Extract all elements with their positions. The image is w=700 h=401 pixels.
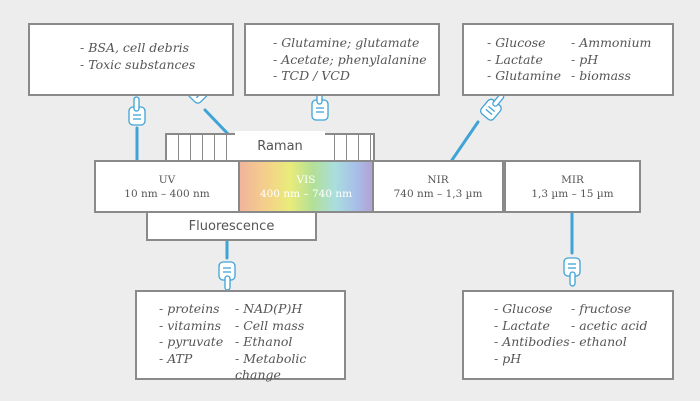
list-item: - acetic acid: [571, 317, 648, 333]
uv-analytes-box: - BSA, cell debris - Toxic substances: [28, 23, 234, 96]
connector-nir: [450, 120, 480, 162]
uv-name: UV: [158, 173, 176, 186]
nir-analytes-col1: - Glucose - Lactate - Glutamine: [487, 35, 561, 85]
list-item: - pH: [571, 51, 599, 67]
list-item: - Lactate: [487, 51, 543, 67]
list-item: - vitamins: [159, 317, 222, 333]
mir-name: MIR: [561, 173, 584, 186]
list-item: - Glutamine: [487, 68, 562, 83]
list-item: - fructose: [571, 301, 632, 316]
nir-band: NIR 740 nm – 1,3 µm: [372, 160, 504, 213]
pointing-hand-icon: [563, 257, 581, 287]
raman-label: Raman: [257, 139, 303, 154]
pointing-hand-icon: [479, 93, 505, 121]
list-item: - Metabolic change: [235, 350, 307, 383]
list-item: - Cell mass: [235, 317, 305, 333]
mir-analytes-col2: - fructose - acetic acid - ethanol: [571, 301, 648, 351]
list-item: - Toxic substances: [80, 56, 196, 72]
list-item: - ethanol: [571, 334, 627, 349]
fluorescence-analytes-box: - proteins - vitamins - pyruvate - ATP -…: [135, 290, 346, 382]
uv-analytes-list: - BSA, cell debris - Toxic substances: [80, 40, 195, 73]
list-item: - Glucose: [487, 35, 546, 50]
pointing-hand-icon: [128, 96, 146, 126]
list-item: - Acetate; phenylalanine: [273, 51, 427, 67]
mir-analytes-box: - Glucose - Lactate - Antibodies - pH - …: [462, 290, 674, 380]
pointing-hand-icon: [218, 261, 236, 291]
raman-analytes-box: - Glutamine; glutamate - Acetate; phenyl…: [244, 23, 440, 96]
list-item: - Lactate: [494, 317, 550, 333]
list-item: - ATP: [159, 350, 193, 366]
fluorescence-analytes-col2: - NAD(P)H - Cell mass - Ethanol - Metabo…: [235, 301, 344, 384]
list-item: - NAD(P)H: [235, 301, 303, 316]
nir-analytes-box: - Glucose - Lactate - Glutamine - Ammoni…: [462, 23, 674, 96]
list-item: - pH: [494, 350, 522, 366]
raman-label-box: Raman: [235, 131, 325, 162]
uv-band: UV 10 nm – 400 nm: [94, 160, 240, 213]
vis-name: VIS: [296, 173, 316, 186]
vis-range: 400 nm – 740 nm: [259, 187, 353, 200]
fluorescence-analytes-col1: - proteins - vitamins - pyruvate - ATP: [159, 301, 223, 367]
list-item: - pyruvate: [159, 334, 224, 349]
list-item: - BSA, cell debris: [80, 40, 190, 55]
raman-analytes-list: - Glutamine; glutamate - Acetate; phenyl…: [273, 35, 427, 85]
pointing-hand-icon: [311, 89, 329, 121]
fluorescence-label-box: Fluorescence: [146, 211, 317, 241]
list-item: - biomass: [571, 68, 631, 83]
mir-analytes-col1: - Glucose - Lactate - Antibodies - pH: [494, 301, 570, 367]
list-item: - Antibodies: [494, 334, 570, 349]
list-item: - Glucose: [494, 301, 553, 316]
list-item: - Glutamine; glutamate: [273, 35, 420, 50]
nir-analytes-col2: - Ammonium - pH - biomass: [571, 35, 651, 85]
nir-name: NIR: [427, 173, 449, 186]
list-item: - proteins: [159, 301, 220, 316]
list-item: - Ethanol: [235, 334, 293, 349]
uv-range: 10 nm – 400 nm: [124, 187, 210, 200]
vis-band: VIS 400 nm – 740 nm: [240, 160, 372, 213]
list-item: - TCD / VCD: [273, 68, 350, 83]
fluorescence-label: Fluorescence: [188, 218, 275, 234]
nir-range: 740 nm – 1,3 µm: [393, 187, 483, 200]
list-item: - Ammonium: [571, 35, 652, 50]
mir-band: MIR 1,3 µm – 15 µm: [504, 160, 641, 213]
mir-range: 1,3 µm – 15 µm: [531, 187, 614, 200]
